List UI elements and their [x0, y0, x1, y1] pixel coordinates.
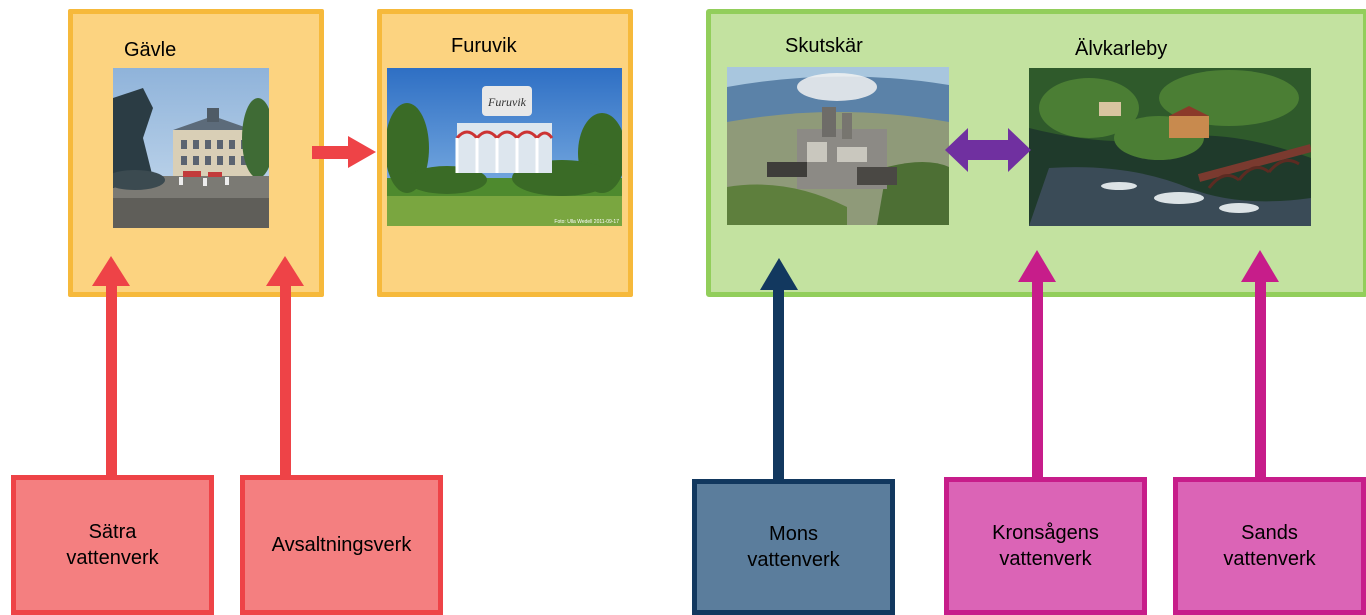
source-avsaltning-label: Avsaltningsverk — [271, 534, 412, 556]
source-mons-box: Mons vattenverk — [692, 479, 895, 615]
photo-caption: Foto: Ulla Wedell 2011-09-17 — [554, 219, 619, 225]
skutskar-label: Skutskär — [785, 35, 863, 57]
source-kronsagens-box: Kronsågens vattenverk — [944, 477, 1147, 615]
alvkarleby-label: Älvkarleby — [1075, 38, 1168, 60]
gavle-label: Gävle — [124, 39, 177, 61]
furuvik-photo: Furuvik Foto: Ulla Wedell 2011-09-17 — [387, 68, 622, 226]
source-satra-label: Sätra vattenverk — [66, 521, 159, 569]
source-kronsagens-label: Kronsågens vattenverk — [992, 522, 1099, 570]
source-sands-label: Sands vattenverk — [1223, 522, 1316, 570]
alvkarleby-photo — [1029, 68, 1311, 226]
source-avsaltning-box: Avsaltningsverk — [240, 475, 443, 615]
skutskar-photo — [727, 67, 949, 225]
source-mons-label: Mons vattenverk — [747, 523, 840, 571]
source-sands-box: Sands vattenverk — [1173, 477, 1366, 615]
svg-text:Furuvik: Furuvik — [487, 95, 527, 109]
furuvik-label: Furuvik — [451, 35, 517, 57]
source-satra-box: Sätra vattenverk — [11, 475, 214, 615]
gavle-photo — [113, 68, 269, 228]
